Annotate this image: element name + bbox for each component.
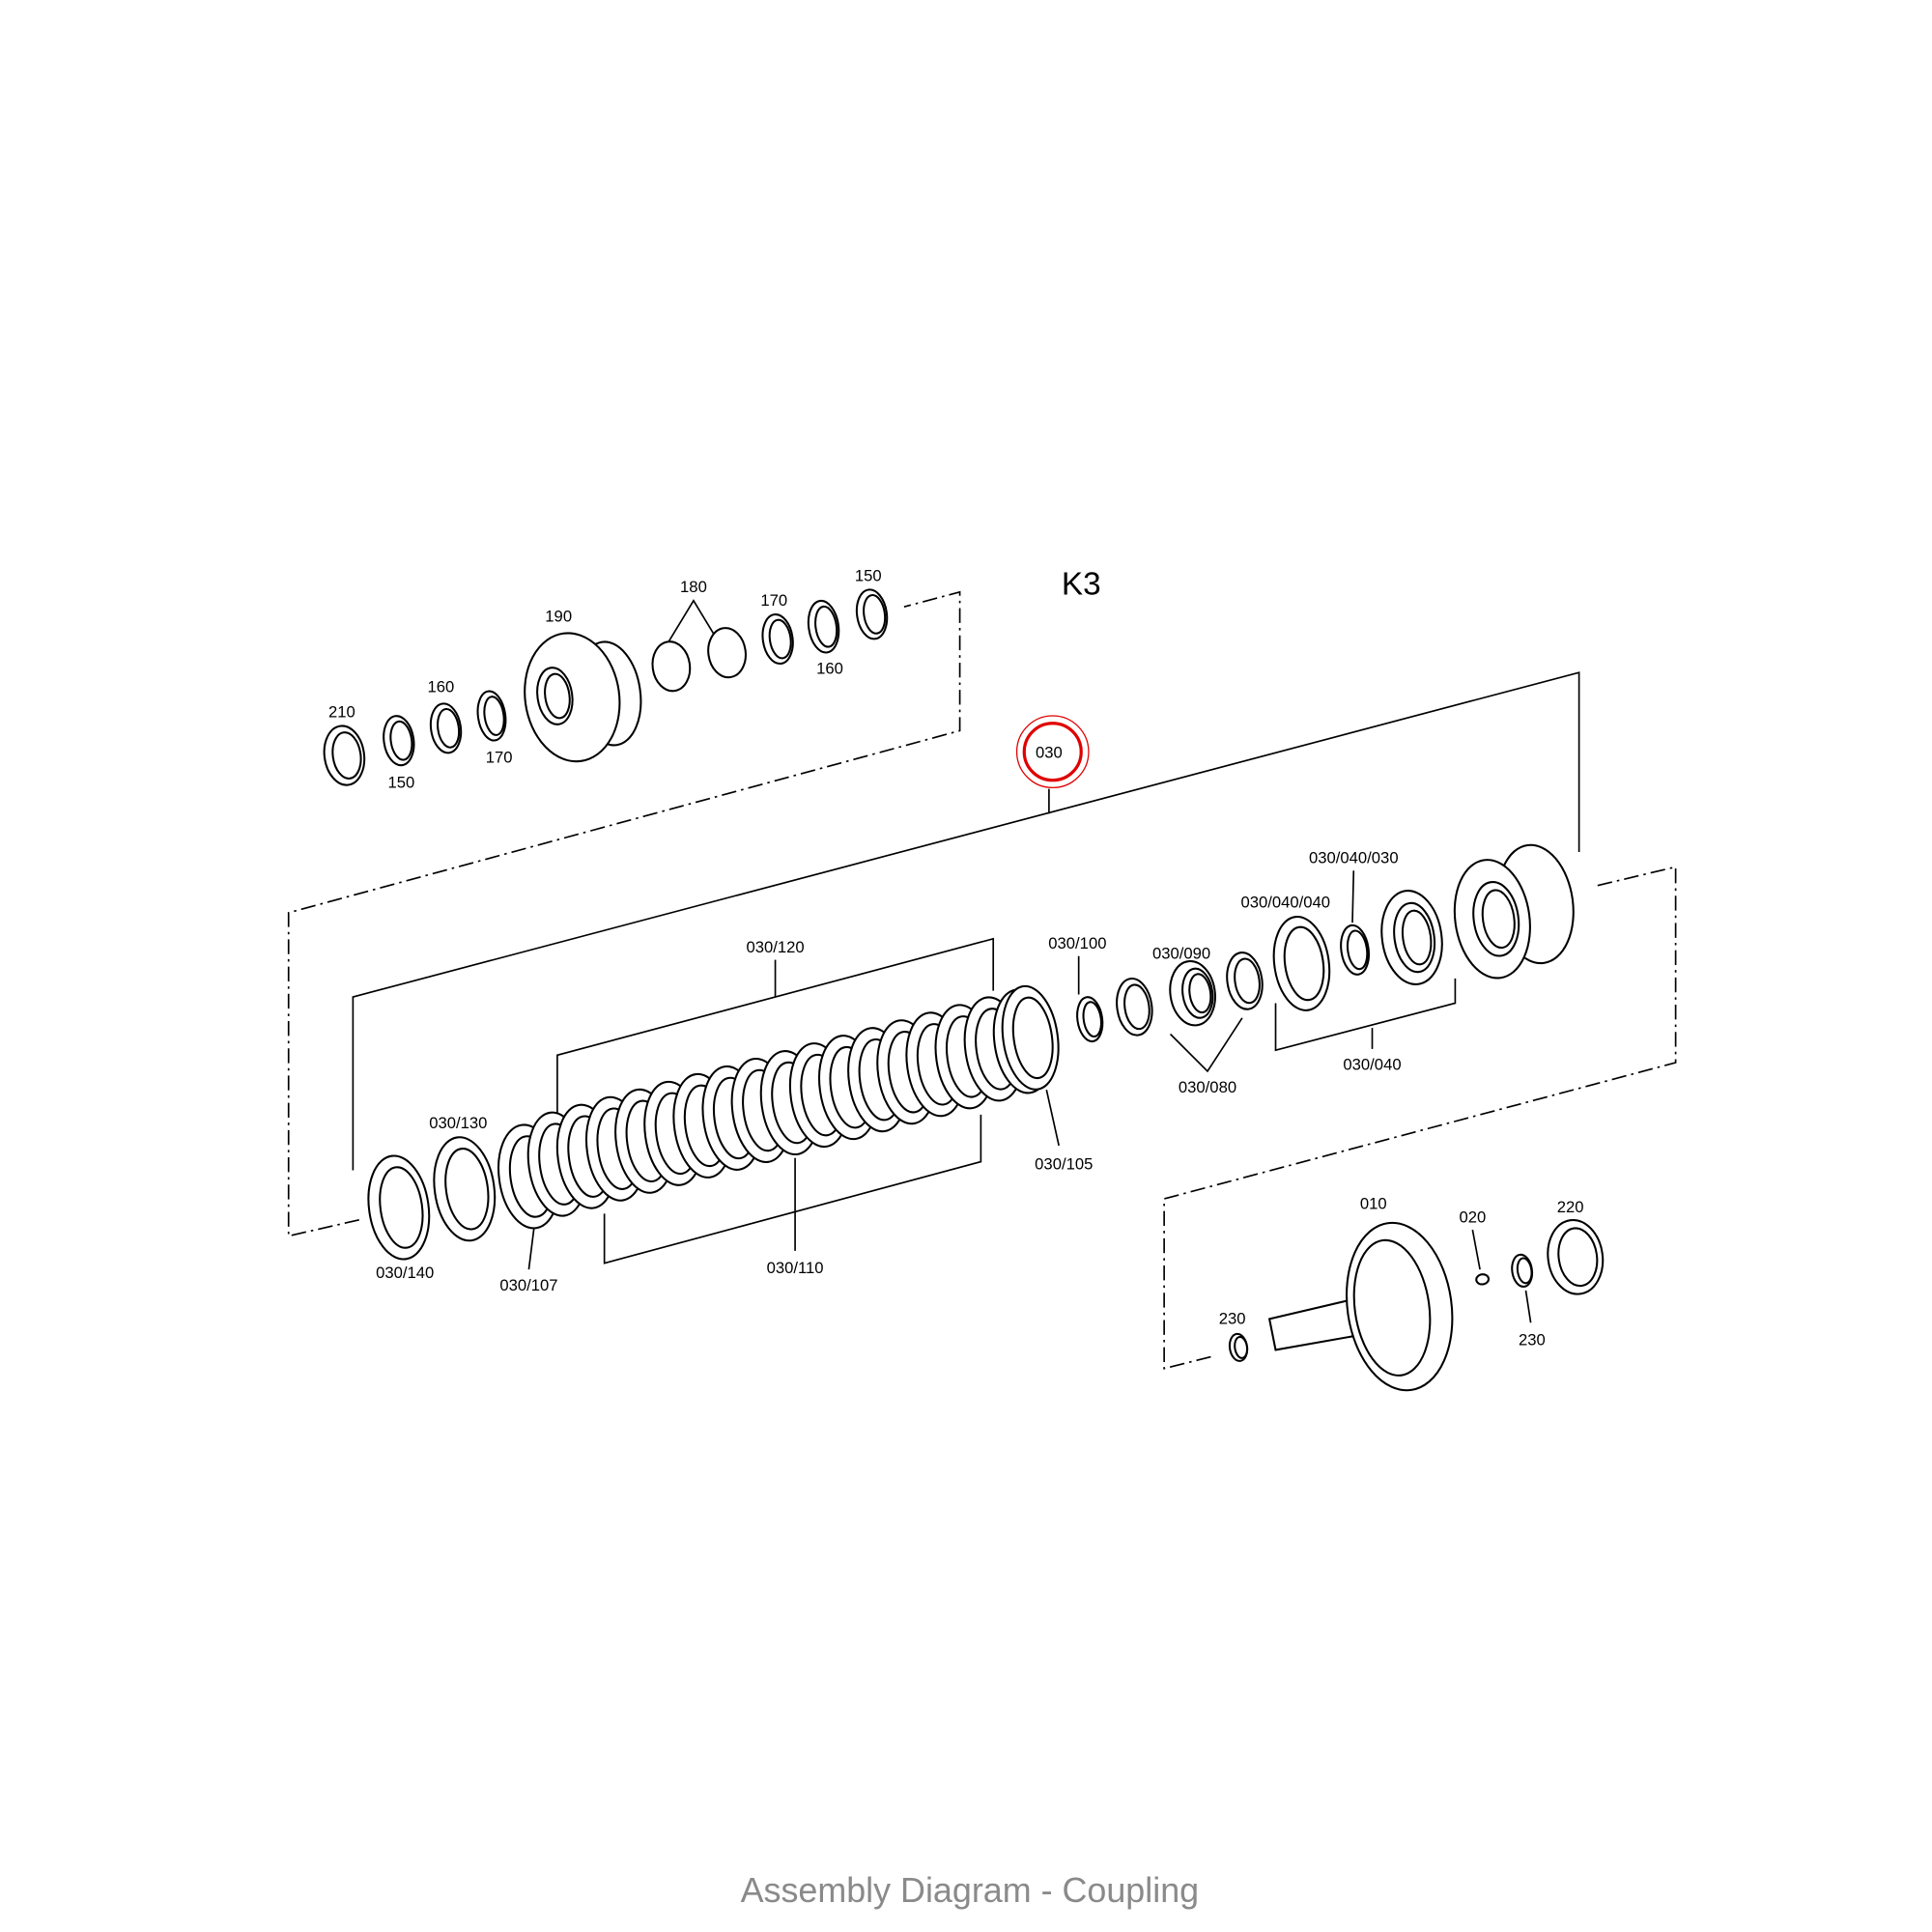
needle-bearing-180b (707, 627, 747, 679)
callout-210[interactable]: 210 (328, 702, 355, 721)
callout-160[interactable]: 160 (816, 659, 843, 677)
callout-030-040[interactable]: 030/040 (1343, 1056, 1401, 1074)
callout-190[interactable]: 190 (545, 608, 572, 626)
snap-ring-030-140-inner (379, 1166, 424, 1249)
washer-150-inner (389, 720, 413, 761)
callout-030-100[interactable]: 030/100 (1048, 934, 1106, 952)
gear-190-bore-inner (544, 672, 571, 720)
callout-150[interactable]: 150 (387, 773, 414, 791)
washer-170b-inner (768, 618, 792, 660)
pin-020 (1475, 1273, 1491, 1286)
callout-180[interactable]: 180 (680, 578, 707, 596)
needle-bearing-180a (651, 640, 692, 693)
highlight-030[interactable]: 030 (1015, 715, 1090, 789)
leader-030-040-030 (1351, 870, 1355, 923)
bracket-030-040 (1274, 978, 1457, 1052)
piston-030-040-inner-inner (1401, 909, 1433, 966)
piston-030-090-inner-inner (1188, 973, 1212, 1014)
group-frames (287, 590, 1677, 1370)
callout-160[interactable]: 160 (428, 678, 455, 696)
snap-ring-030-100-inner (1082, 1001, 1103, 1038)
bearing-210-inner (331, 731, 362, 780)
ring-160-inner (437, 707, 461, 749)
callout-030-040-040[interactable]: 030/040/040 (1240, 894, 1330, 912)
callout-020[interactable]: 020 (1459, 1208, 1486, 1226)
callout-010[interactable]: 010 (1360, 1194, 1387, 1212)
callout-230[interactable]: 230 (1519, 1330, 1546, 1349)
callout-150[interactable]: 150 (855, 566, 882, 584)
assembly-030-frame (352, 671, 1580, 1171)
leader-030-080 (1169, 1017, 1243, 1073)
leader-230 (1524, 1290, 1532, 1323)
callout-030-040-030[interactable]: 030/040/030 (1309, 849, 1399, 867)
callout-030[interactable]: 030 (1036, 744, 1063, 762)
callout-030-107[interactable]: 030/107 (499, 1276, 557, 1294)
gear-010-face (1352, 1238, 1432, 1377)
parts (323, 588, 1605, 1392)
seal-030-040-030-inner (1346, 929, 1369, 971)
callout-030-130[interactable]: 030/130 (429, 1114, 487, 1132)
ring-030-080-inner (1234, 957, 1261, 1005)
seal-030-040-040-inner (1283, 925, 1325, 1002)
leader-180 (668, 599, 720, 642)
ring-160b-inner (814, 605, 838, 648)
callout-220[interactable]: 220 (1557, 1198, 1584, 1216)
washer-150b-inner (863, 594, 887, 635)
top-group-dashed-frame (287, 590, 961, 1237)
end-plate-030-130-inner (444, 1148, 490, 1231)
callout-030-080[interactable]: 030/080 (1179, 1078, 1236, 1096)
bracket-030-110 (603, 1114, 982, 1264)
callout-030-090[interactable]: 030/090 (1152, 944, 1210, 962)
snap-ring-230a-inner (1234, 1335, 1249, 1359)
callout-170[interactable]: 170 (486, 749, 513, 767)
disc-spring-030-090-inner (1123, 983, 1151, 1031)
shaft-group-dashed-frame (1163, 866, 1677, 1370)
callout-030-140[interactable]: 030/140 (376, 1264, 434, 1282)
clutch-drum-bore-inner (1481, 889, 1516, 950)
leader-030-105 (1045, 1090, 1060, 1147)
group-title: K3 (1062, 566, 1101, 602)
leader-020 (1471, 1229, 1481, 1270)
bearing-220-inner (1557, 1227, 1599, 1288)
callout-030-105[interactable]: 030/105 (1035, 1154, 1093, 1173)
callout-labels: 210 150 160 170 190 180 170 160 150 030/040/030 03… (328, 566, 1584, 1349)
caption: Assembly Diagram - Coupling (741, 1871, 1200, 1910)
callout-230[interactable]: 230 (1219, 1310, 1246, 1328)
washer-170-inner (483, 696, 505, 736)
plate-030-105-inner (1011, 996, 1054, 1080)
snap-ring-230b-inner (1516, 1257, 1533, 1285)
callout-030-110[interactable]: 030/110 (767, 1259, 824, 1277)
callout-170[interactable]: 170 (760, 591, 787, 610)
callout-030-120[interactable]: 030/120 (746, 938, 804, 956)
